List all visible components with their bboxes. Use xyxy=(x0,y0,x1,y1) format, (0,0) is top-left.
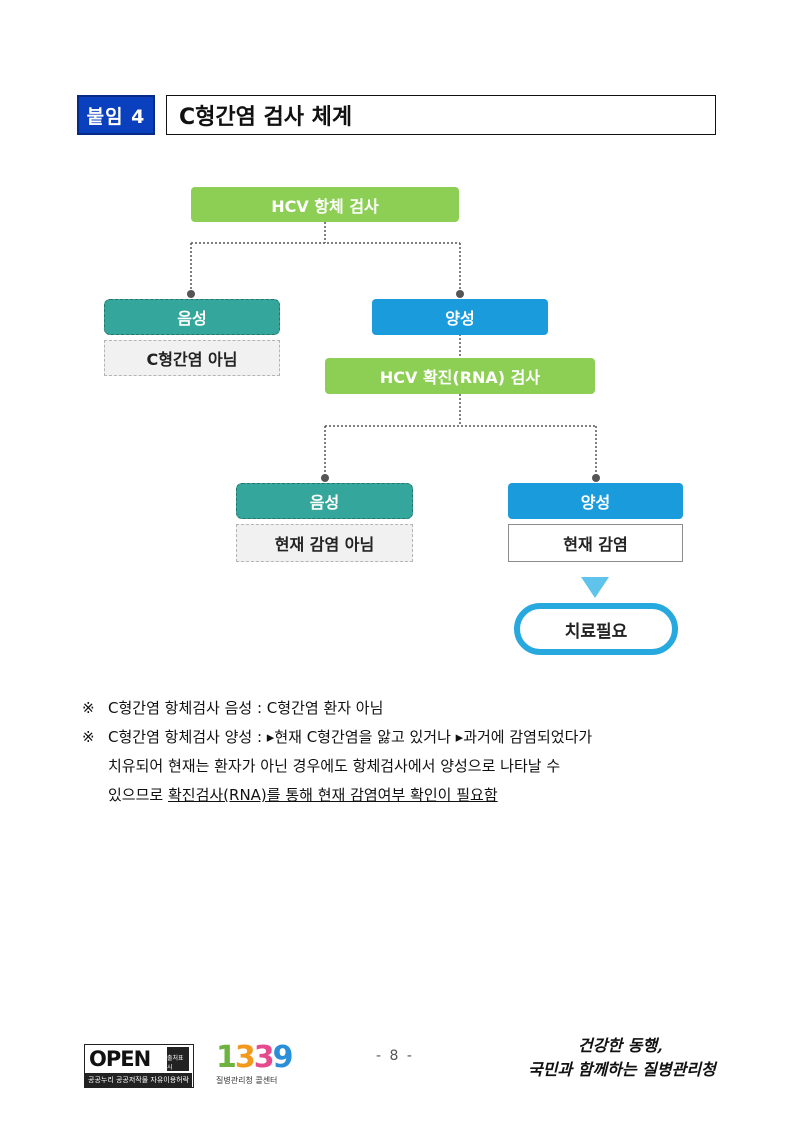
note-2: ※ C형간염 항체검사 양성 : ▸현재 C형간염을 앓고 있거나 ▸과거에 감염… xyxy=(82,723,592,751)
kogl-open-license-logo: OPEN 출처표시 공공누리 공공저작물 자유이용허락 xyxy=(84,1044,194,1088)
hotline-digit: 3 xyxy=(234,1040,256,1075)
page-title: C형간염 검사 체계 xyxy=(166,95,716,135)
treatment-needed-box: 치료필요 xyxy=(514,603,678,655)
note-1: ※ C형간염 항체검사 음성 : C형간염 환자 아님 xyxy=(82,694,383,722)
antibody-test-box: HCV 항체 검사 xyxy=(191,187,459,222)
negative-result-box-2: 현재 감염 아님 xyxy=(236,524,413,562)
note-1-text: C형간염 항체검사 음성 : C형간염 환자 아님 xyxy=(108,699,384,717)
page-number: - 8 - xyxy=(376,1048,414,1064)
rna-test-box: HCV 확진(RNA) 검사 xyxy=(325,358,595,394)
note-2-conclusion: 있으므로 확진검사(RNA)를 통해 현재 감염여부 확인이 필요함 xyxy=(108,781,498,809)
note-conclusion-plain: 있으므로 xyxy=(108,786,168,804)
hotline-caption: 질병관리청 콜센터 xyxy=(216,1076,278,1085)
positive-box-2: 양성 xyxy=(508,483,683,519)
slogan-line-2: 국민과 함께하는 질병관리청 xyxy=(528,1060,716,1079)
open-license-caption: 공공누리 공공저작물 자유이용허락 xyxy=(85,1073,192,1087)
hotline-digit: 9 xyxy=(272,1040,294,1075)
hotline-digit: 3 xyxy=(253,1040,275,1075)
attribution-badge-icon: 출처표시 xyxy=(167,1047,189,1071)
note-2-continued: 치유되어 현재는 환자가 아닌 경우에도 항체검사에서 양성으로 나타날 수 xyxy=(108,757,561,775)
negative-result-box-1: C형간염 아님 xyxy=(104,340,280,376)
note-conclusion-underlined: 확진검사(RNA)를 통해 현재 감염여부 확인이 필요함 xyxy=(167,786,498,804)
negative-box-1: 음성 xyxy=(104,299,280,335)
note-2-text: C형간염 항체검사 양성 : ▸현재 C형간염을 앓고 있거나 ▸과거에 감염되… xyxy=(108,728,593,746)
down-arrow-icon xyxy=(581,577,609,598)
note-mark: ※ xyxy=(82,699,95,717)
positive-result-box-2: 현재 감염 xyxy=(508,524,683,562)
attachment-tag: 붙임 4 xyxy=(77,95,155,135)
open-logo-text: OPEN xyxy=(89,1047,151,1071)
note-mark: ※ xyxy=(82,728,95,746)
hotline-digit: 1 xyxy=(216,1040,237,1075)
hotline-1339-logo: 1339 질병관리청 콜센터 xyxy=(216,1043,298,1091)
positive-box-1: 양성 xyxy=(372,299,548,335)
kdca-slogan-logo: 건강한 동행, 국민과 함께하는 질병관리청 xyxy=(528,1032,716,1084)
flowchart-connectors xyxy=(187,222,609,598)
slogan-line-1: 건강한 동행, xyxy=(578,1036,663,1055)
negative-box-2: 음성 xyxy=(236,483,413,519)
